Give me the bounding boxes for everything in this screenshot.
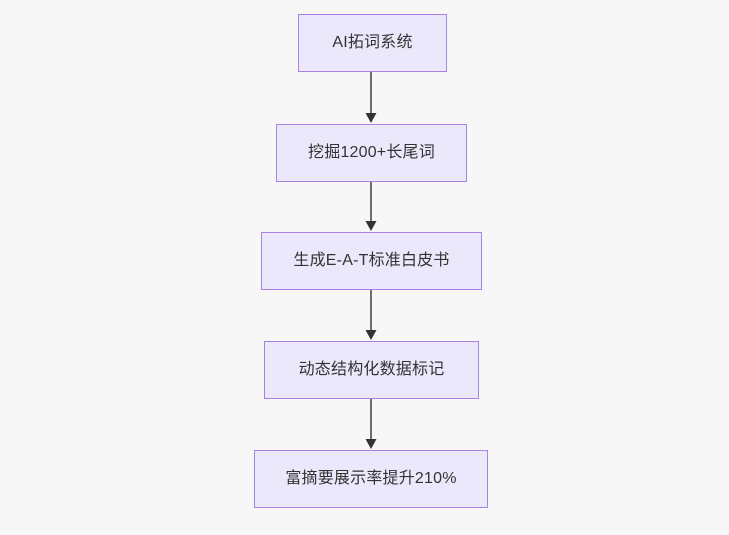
edge-n1-n2 xyxy=(356,72,386,124)
flow-node-mine-longtail-keywords[interactable]: 挖掘1200+长尾词 xyxy=(276,124,467,182)
flow-node-label: 富摘要展示率提升210% xyxy=(285,470,457,487)
flow-node-ai-keyword-system[interactable]: AI拓词系统 xyxy=(298,14,447,72)
flow-node-generate-eat-whitepaper[interactable]: 生成E-A-T标准白皮书 xyxy=(261,232,482,290)
arrowhead-icon xyxy=(365,330,377,340)
flow-node-label: 生成E-A-T标准白皮书 xyxy=(293,252,450,269)
edge-n3-n4 xyxy=(356,290,386,341)
flow-node-label: 动态结构化数据标记 xyxy=(298,361,445,378)
arrowhead-icon xyxy=(365,113,377,123)
edge-n2-n3 xyxy=(356,182,386,232)
arrowhead-icon xyxy=(365,439,377,449)
arrowhead-icon xyxy=(365,221,377,231)
flow-node-dynamic-structured-data-markup[interactable]: 动态结构化数据标记 xyxy=(264,341,479,399)
flow-node-rich-snippet-rate-increase[interactable]: 富摘要展示率提升210% xyxy=(254,450,488,508)
flow-node-label: AI拓词系统 xyxy=(332,34,413,51)
flow-node-label: 挖掘1200+长尾词 xyxy=(308,144,435,161)
edge-n4-n5 xyxy=(356,399,386,450)
